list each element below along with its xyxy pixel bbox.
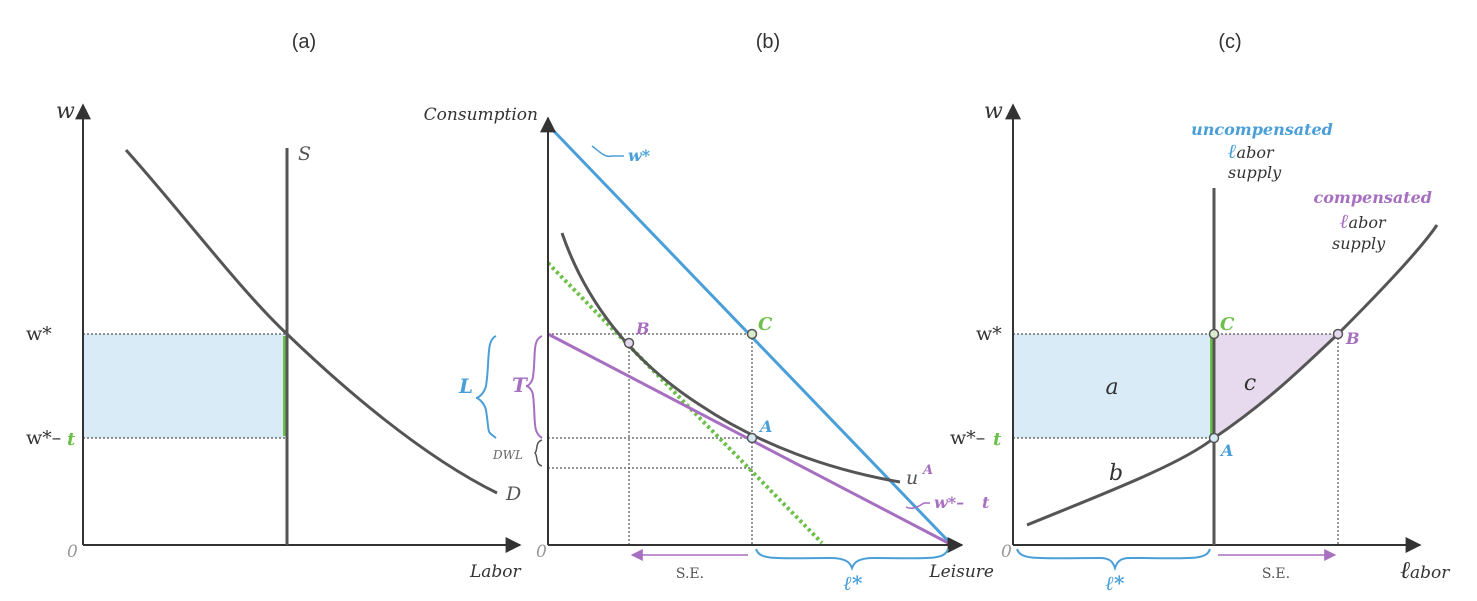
compensated-label-line2: ℓabor	[1340, 209, 1387, 233]
uncompensated-label-line2: ℓabor	[1228, 139, 1275, 163]
budget-w-star-label: w*	[628, 146, 651, 165]
point-a-label: A	[758, 417, 772, 436]
x-axis-label: Labor	[469, 562, 522, 582]
point-b-label: B	[635, 319, 650, 338]
y-axis-label: w	[56, 99, 75, 124]
supply-label: S	[298, 143, 311, 165]
brace-t-label: T	[512, 373, 529, 397]
point-c-marker	[746, 328, 758, 340]
brace-dwl-label: DWL	[492, 448, 523, 462]
area-c-label: c	[1244, 371, 1256, 396]
point-b-marker	[623, 337, 635, 349]
leisure-star-label: ℓ*	[843, 571, 863, 595]
demand-curve	[124, 148, 498, 495]
tick-t: t	[993, 429, 1002, 450]
tick-w-minus: w*–	[26, 427, 61, 449]
uncompensated-label-line1: uncompensated	[1191, 120, 1333, 139]
y-axis-label: Consumption	[424, 105, 538, 125]
tax-revenue-area	[83, 334, 287, 438]
panel-c-label: (c)	[1218, 31, 1241, 53]
point-b-marker	[1332, 328, 1344, 340]
tick-t: t	[67, 429, 76, 450]
budget-t-label: t	[982, 493, 990, 512]
indifference-sup: A	[921, 463, 933, 478]
uncomp-script-l: ℓ	[1228, 139, 1237, 163]
w-star-callout	[591, 145, 624, 158]
tick-w-minus: w*–	[950, 427, 985, 449]
area-c	[1214, 334, 1338, 438]
uncompensated-label-line3: supply	[1228, 163, 1282, 182]
point-c-marker	[1208, 328, 1220, 340]
comp-abor: abor	[1349, 213, 1387, 232]
se-label: S.E.	[676, 566, 704, 582]
y-axis-label: w	[984, 99, 1003, 124]
point-b-label: B	[1345, 329, 1360, 348]
origin-label: 0	[1001, 542, 1012, 562]
panel-b-label: (b)	[756, 31, 780, 53]
brace-t	[525, 335, 543, 439]
brace-labor	[1016, 548, 1211, 572]
tick-w-star: w*	[976, 323, 1002, 345]
origin-label: 0	[536, 542, 547, 562]
panel-c: (c) w ℓabor 0 w* w*– t unc	[950, 31, 1450, 595]
compensated-label-line3: supply	[1332, 234, 1386, 253]
panel-a: (a) w Labor 0 w* w*– t S D	[26, 31, 522, 582]
x-axis-label: ℓabor	[1400, 556, 1450, 584]
origin-label: 0	[67, 542, 78, 562]
point-c-label: C	[758, 314, 773, 335]
brace-l-label: L	[458, 374, 473, 398]
point-a-label: A	[1219, 441, 1233, 460]
point-a-marker	[746, 432, 758, 444]
tick-w-star: w*	[26, 323, 52, 345]
area-a	[1013, 334, 1214, 438]
point-a-marker	[1208, 432, 1220, 444]
indifference-label: u	[906, 467, 918, 489]
indifference-curve	[560, 232, 901, 484]
area-a-label: a	[1105, 375, 1118, 400]
area-b-label: b	[1109, 461, 1123, 486]
w-minus-t-callout	[905, 502, 930, 509]
budget-w-minus-label: w*–	[934, 493, 964, 512]
demand-label: D	[505, 483, 521, 505]
labor-star-label: ℓ*	[1105, 571, 1125, 595]
brace-leisure	[755, 548, 949, 572]
point-c-label: C	[1220, 314, 1235, 335]
compensated-budget-line	[546, 261, 824, 545]
panel-a-label: (a)	[292, 31, 316, 53]
panel-b: (b) Consumption Leisur	[424, 31, 994, 595]
comp-script-l: ℓ	[1340, 209, 1349, 233]
x-axis-label: Leisure	[928, 562, 994, 582]
se-label: S.E.	[1262, 566, 1290, 582]
x-axis-script-l: ℓ	[1400, 556, 1410, 584]
brace-dwl	[533, 439, 543, 467]
brace-l	[475, 335, 497, 439]
uncomp-abor: abor	[1237, 143, 1275, 162]
compensated-supply-curve	[1026, 224, 1439, 527]
x-axis-rest: abor	[1410, 563, 1450, 583]
compensated-label-line1: compensated	[1314, 188, 1432, 207]
